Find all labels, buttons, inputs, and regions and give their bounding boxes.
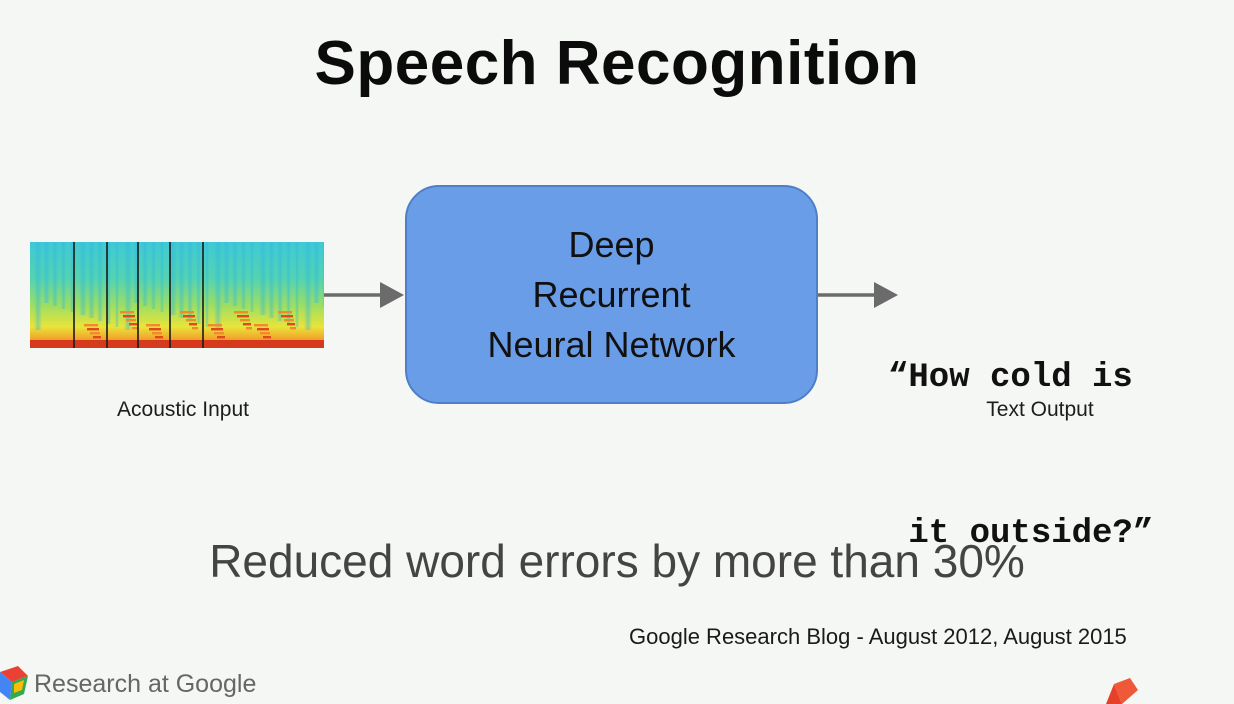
output-text-line: it outside?”: [888, 515, 1154, 553]
model-label-line: Recurrent: [532, 273, 691, 315]
result-statement: Reduced word errors by more than 30%: [209, 535, 1025, 587]
text-output: “How cold is it outside?”: [888, 248, 1228, 664]
slide-title: Speech Recognition: [314, 29, 920, 98]
acoustic-input-caption: Acoustic Input: [117, 398, 249, 421]
text-output-caption: Text Output: [986, 398, 1094, 421]
brand-text: Research at Google: [34, 669, 257, 698]
source-citation: Google Research Blog - August 2012, Augu…: [629, 624, 1127, 649]
google-research-logo-icon: [0, 666, 28, 700]
branding: Research at Google: [0, 664, 256, 704]
neural-network-box: Deep Recurrent Neural Network: [405, 185, 818, 404]
right-arrow-icon: [818, 282, 898, 308]
output-text-line: “How cold is: [888, 359, 1133, 397]
right-arrow-icon: [324, 282, 404, 308]
model-label-line: Neural Network: [487, 323, 736, 365]
spectrogram-image: [30, 242, 324, 348]
corner-logo-icon: [1106, 678, 1138, 704]
model-label-line: Deep: [568, 223, 655, 265]
